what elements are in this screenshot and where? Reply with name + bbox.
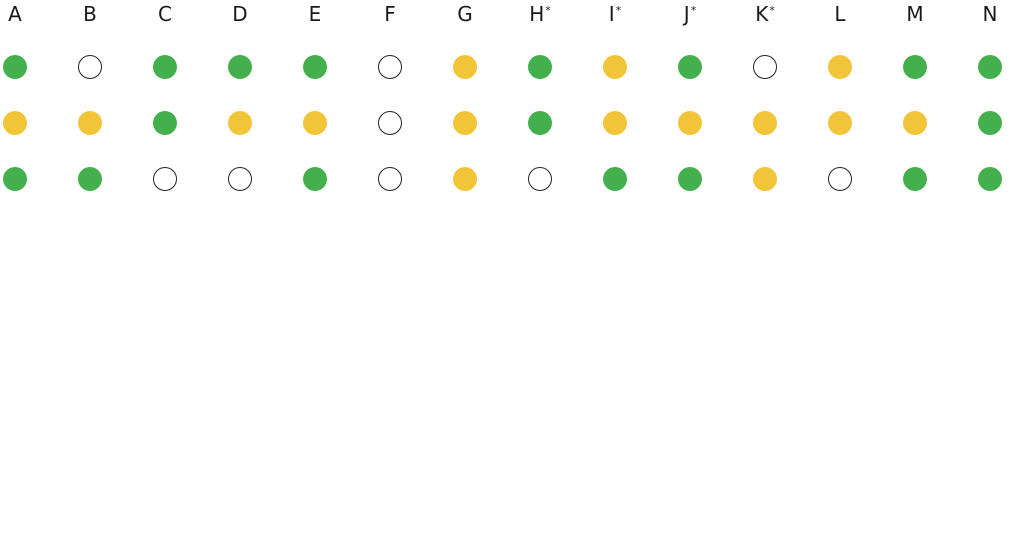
column-label-b: B xyxy=(70,2,110,26)
status-dot-n-row2-green xyxy=(978,111,1002,135)
column-letter: F xyxy=(384,2,396,26)
status-dot-c-row3-empty xyxy=(153,167,177,191)
status-dot-c-row1-green xyxy=(153,55,177,79)
status-dot-f-row1-empty xyxy=(378,55,402,79)
status-dot-h-row3-empty xyxy=(528,167,552,191)
status-dot-l-row1-yellow xyxy=(828,55,852,79)
status-dot-j-row2-yellow xyxy=(678,111,702,135)
asterisk-mark: * xyxy=(615,4,622,17)
status-dot-a-row1-green xyxy=(3,55,27,79)
column-letter: L xyxy=(834,2,846,26)
asterisk-mark: * xyxy=(545,4,551,17)
column-letter: H xyxy=(529,2,545,26)
status-dot-c-row2-green xyxy=(153,111,177,135)
status-dot-j-row1-green xyxy=(678,55,702,79)
column-letter: B xyxy=(83,2,97,26)
status-dot-a-row3-green xyxy=(3,167,27,191)
column-label-m: M xyxy=(895,2,935,26)
column-label-a: A xyxy=(0,2,35,26)
column-letter: I xyxy=(608,2,615,26)
status-dot-m-row2-yellow xyxy=(903,111,927,135)
status-dot-d-row3-empty xyxy=(228,167,252,191)
status-dot-m-row3-green xyxy=(903,167,927,191)
column-label-e: E xyxy=(295,2,335,26)
column-letter: J xyxy=(683,2,690,26)
status-dot-k-row3-yellow xyxy=(753,167,777,191)
status-dot-l-row3-empty xyxy=(828,167,852,191)
status-dot-f-row2-empty xyxy=(378,111,402,135)
column-label-c: C xyxy=(145,2,185,26)
column-label-g: G xyxy=(445,2,485,26)
status-dot-e-row3-green xyxy=(303,167,327,191)
status-dot-g-row2-yellow xyxy=(453,111,477,135)
asterisk-mark: * xyxy=(690,4,697,17)
column-label-f: F xyxy=(370,2,410,26)
status-dot-d-row1-green xyxy=(228,55,252,79)
status-dot-i-row1-yellow xyxy=(603,55,627,79)
status-dot-n-row1-green xyxy=(978,55,1002,79)
status-dot-j-row3-green xyxy=(678,167,702,191)
status-dot-h-row2-green xyxy=(528,111,552,135)
asterisk-mark: * xyxy=(769,4,775,17)
status-dot-i-row2-yellow xyxy=(603,111,627,135)
column-letter: N xyxy=(982,2,998,26)
column-label-d: D xyxy=(220,2,260,26)
status-dot-h-row1-green xyxy=(528,55,552,79)
column-label-i: I* xyxy=(595,2,635,26)
status-dot-l-row2-yellow xyxy=(828,111,852,135)
column-letter: C xyxy=(158,2,172,26)
column-label-l: L xyxy=(820,2,860,26)
status-dot-g-row3-yellow xyxy=(453,167,477,191)
status-dot-i-row3-green xyxy=(603,167,627,191)
column-letter: K xyxy=(755,2,769,26)
column-letter: A xyxy=(8,2,22,26)
status-dot-e-row2-yellow xyxy=(303,111,327,135)
status-dot-k-row1-empty xyxy=(753,55,777,79)
status-dot-d-row2-yellow xyxy=(228,111,252,135)
column-letter: M xyxy=(906,2,924,26)
column-label-h: H* xyxy=(520,2,560,26)
status-dot-a-row2-yellow xyxy=(3,111,27,135)
status-dot-b-row2-yellow xyxy=(78,111,102,135)
status-dot-b-row1-empty xyxy=(78,55,102,79)
status-dot-e-row1-green xyxy=(303,55,327,79)
status-dot-g-row1-yellow xyxy=(453,55,477,79)
column-label-k: K* xyxy=(745,2,785,26)
column-letter: E xyxy=(308,2,322,26)
status-dot-k-row2-yellow xyxy=(753,111,777,135)
column-letter: G xyxy=(457,2,473,26)
column-label-j: J* xyxy=(670,2,710,26)
status-dot-b-row3-green xyxy=(78,167,102,191)
column-label-n: N xyxy=(970,2,1010,26)
status-dot-n-row3-green xyxy=(978,167,1002,191)
column-letter: D xyxy=(232,2,248,26)
status-dot-m-row1-green xyxy=(903,55,927,79)
status-dot-f-row3-empty xyxy=(378,167,402,191)
